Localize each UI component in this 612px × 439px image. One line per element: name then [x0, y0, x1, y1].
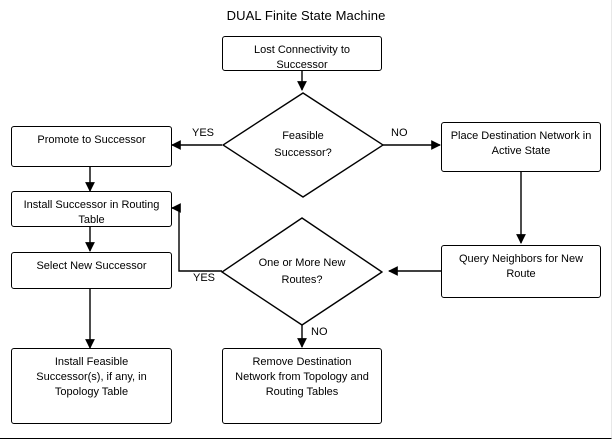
node-lost-connectivity[interactable]: Lost Connectivity to Successor	[222, 36, 382, 71]
node-promote-to-successor[interactable]: Promote to Successor	[11, 126, 172, 167]
node-install-successor-routing-table-line1: Install Successor in Routing	[23, 199, 160, 211]
node-install-feasible-successors-label: Install Feasible Successor(s), if any, i…	[12, 355, 171, 400]
node-feasible-successor-label: Feasible Successor?	[274, 128, 331, 162]
diamond-shape-new-routes	[221, 217, 383, 326]
node-install-feasible-successors[interactable]: Install Feasible Successor(s), if any, i…	[11, 348, 172, 424]
node-install-successor-routing-table-line2: Table	[78, 214, 105, 226]
node-remove-destination-line3: Routing Tables	[265, 386, 339, 398]
node-query-neighbors-line1: Query Neighbors for New	[458, 253, 584, 265]
node-install-feasible-successors-line2: Successor(s), if any, in	[36, 371, 147, 383]
node-feasible-successor[interactable]: Feasible Successor?	[222, 92, 384, 198]
node-select-new-successor[interactable]: Select New Successor	[11, 252, 172, 289]
node-remove-destination[interactable]: Remove Destination Network from Topology…	[222, 348, 382, 424]
node-remove-destination-line1: Remove Destination	[252, 356, 352, 368]
node-place-destination-active[interactable]: Place Destination Network in Active Stat…	[441, 122, 601, 172]
node-query-neighbors-label: Query Neighbors for New Route	[442, 252, 600, 282]
node-install-successor-routing-table-label: Install Successor in Routing Table	[12, 198, 171, 228]
node-query-neighbors-line2: Route	[506, 268, 536, 280]
edge-label-feasible-no: NO	[391, 127, 408, 139]
edge-label-newroutes-yes: YES	[193, 272, 216, 284]
node-install-feasible-successors-line1: Install Feasible	[54, 356, 129, 368]
node-one-or-more-new-routes-label: One or More New Routes?	[259, 255, 346, 289]
node-remove-destination-line2: Network from Topology and	[235, 371, 369, 383]
node-place-destination-active-line2: Active State	[491, 145, 551, 157]
node-feasible-successor-line1: Feasible	[282, 130, 324, 142]
node-one-or-more-new-routes[interactable]: One or More New Routes?	[221, 217, 383, 326]
node-query-neighbors[interactable]: Query Neighbors for New Route	[441, 245, 601, 298]
edge-label-feasible-yes: YES	[192, 127, 215, 139]
node-select-new-successor-label: Select New Successor	[36, 260, 147, 272]
node-place-destination-active-label: Place Destination Network in Active Stat…	[442, 129, 600, 159]
node-install-feasible-successors-line3: Topology Table	[54, 386, 129, 398]
diamond-shape-feasible	[222, 92, 384, 198]
node-one-or-more-new-routes-line2: Routes?	[281, 273, 323, 286]
node-feasible-successor-line2: Successor?	[274, 147, 332, 159]
edge-newroutes-yes-to-install-rt	[171, 203, 222, 272]
node-lost-connectivity-label: Lost Connectivity to Successor	[254, 44, 350, 71]
node-promote-to-successor-label: Promote to Successor	[37, 134, 146, 146]
node-install-successor-routing-table[interactable]: Install Successor in Routing Table	[11, 191, 172, 227]
node-one-or-more-new-routes-line1: One or More New	[258, 256, 346, 269]
node-remove-destination-label: Remove Destination Network from Topology…	[223, 355, 381, 400]
page-title: DUAL Finite State Machine	[226, 8, 386, 23]
edge-label-newroutes-no: NO	[311, 326, 328, 338]
node-place-destination-active-line1: Place Destination Network in	[450, 130, 592, 142]
